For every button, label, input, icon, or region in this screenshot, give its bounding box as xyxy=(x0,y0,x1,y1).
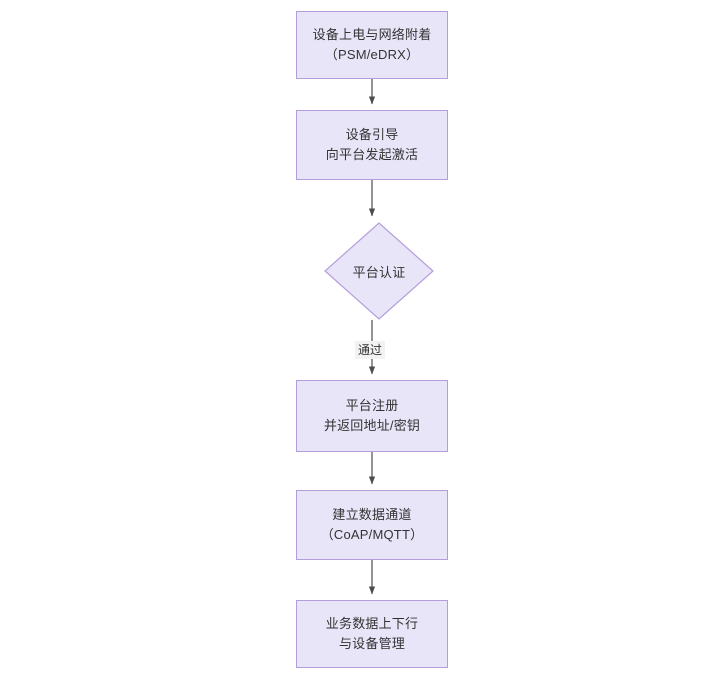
node-label: 平台注册 并返回地址/密钥 xyxy=(323,398,421,433)
node-label: 设备上电与网络附着 （PSM/eDRX） xyxy=(312,27,432,62)
node-device-power-on[interactable]: 设备上电与网络附着 （PSM/eDRX） xyxy=(296,11,448,79)
node-label: 平台认证 xyxy=(352,264,406,280)
node-label: 业务数据上下行 与设备管理 xyxy=(325,616,419,651)
node-device-bootstrap[interactable]: 设备引导 向平台发起激活 xyxy=(296,110,448,180)
node-business-data-and-device-management[interactable]: 业务数据上下行 与设备管理 xyxy=(296,600,448,668)
node-label: 建立数据通道 （CoAP/MQTT） xyxy=(320,507,424,542)
node-platform-registration[interactable]: 平台注册 并返回地址/密钥 xyxy=(296,380,448,452)
diamond-shape xyxy=(324,222,434,320)
node-establish-data-channel[interactable]: 建立数据通道 （CoAP/MQTT） xyxy=(296,490,448,560)
node-platform-authentication[interactable]: 平台认证 xyxy=(324,222,434,320)
edge-label-pass: 通过 xyxy=(355,341,386,359)
node-label: 设备引导 向平台发起激活 xyxy=(325,127,419,162)
